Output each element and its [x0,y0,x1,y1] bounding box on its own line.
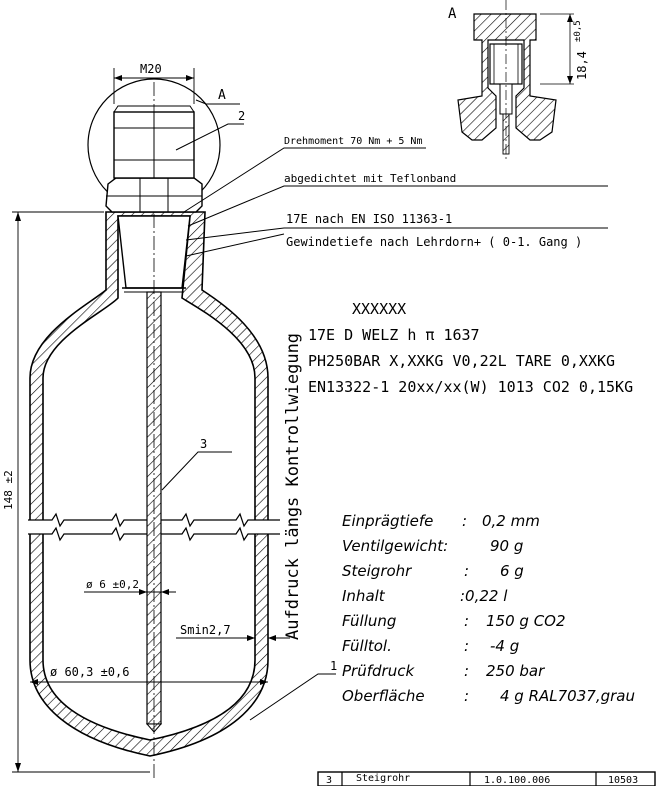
spec-value: 6 g [500,562,524,580]
torque-leader [183,147,426,213]
svg-text::: : [462,512,467,530]
spec-label: Inhalt [342,587,386,605]
svg-text::: : [464,662,469,680]
thread-depth-leader [185,233,285,257]
torque-note: Drehmoment 70 Nm + 5 Nm [284,136,422,147]
tube-diameter-dim: ø 6 ±0,2 [86,578,139,591]
detail-height-tol: ±0,5 [573,20,583,42]
balloon-2: 2 [238,109,245,123]
standard-note: 17E nach EN ISO 11363-1 [286,212,452,226]
spec-label: Ventilgewicht: [342,537,448,555]
thread-depth-note: Gewindetiefe nach Lehrdorn+ ( 0-1. Gang … [286,235,582,249]
spec-label: Fülltol. [342,637,392,655]
view-a-label: A [448,6,457,22]
marking-line-2: 17E D WELZ h π 1637 [308,326,480,344]
vertical-note: Aufdruck längs Kontrollwiegung [283,333,303,640]
balloon-3: 3 [200,437,207,451]
balloon-1: 1 [330,659,337,673]
body-diameter-dim: ø 60,3 ±0,6 [50,665,129,679]
spec-value: 150 g CO2 [486,612,566,630]
spec-label: Steigrohr [342,562,412,580]
wall-min-dim: Smin2,7 [180,623,231,637]
thread-size-label: M20 [140,62,162,76]
parts-material: 10503 [608,775,638,786]
marking-line-1: XXXXXX [352,300,406,318]
detail-a-label: A [218,88,226,103]
spec-value: -4 g [490,637,519,655]
spec-value: 250 bar [486,662,545,680]
svg-text::: : [464,687,469,705]
svg-text::: : [464,612,469,630]
valve-hex-nut [105,177,203,213]
marking-line-3: PH250BAR X,XXKG V0,22L TARE 0,XXKG [308,352,615,370]
spec-label: Oberfläche [342,687,425,705]
detail-height-dim: 18,4 [575,51,589,80]
svg-text::: : [464,637,469,655]
spec-label: Einprägtiefe [342,512,433,530]
spec-label: Prüfdruck [342,662,415,680]
spec-label: Füllung [342,612,396,630]
total-height-dim: 148 ±2 [2,470,15,510]
parts-list-row: 3 Steigrohr 1.0.100.006 10503 [317,771,656,786]
spec-value: :0,22 l [460,587,508,605]
marking-line-4: EN13322-1 20xx/xx(W) 1013 CO2 0,15KG [308,378,633,396]
svg-text::: : [464,562,469,580]
detail-view-a [457,0,574,160]
parts-number: 1.0.100.006 [484,775,550,786]
parts-pos: 3 [326,775,332,786]
seal-leader [187,185,608,227]
spec-value: 0,2 mm [482,512,540,530]
parts-name: Steigrohr [356,773,410,784]
spec-block: Einprägtiefe : 0,2 mm Ventilgewicht: 90 … [342,512,635,705]
standard-leader [185,227,608,241]
spec-value: 4 g RAL7037,grau [500,687,635,705]
seal-note: abgedichtet mit Teflonband [284,172,456,185]
bottle-wall-section [29,211,269,757]
spec-value: 90 g [490,537,523,555]
